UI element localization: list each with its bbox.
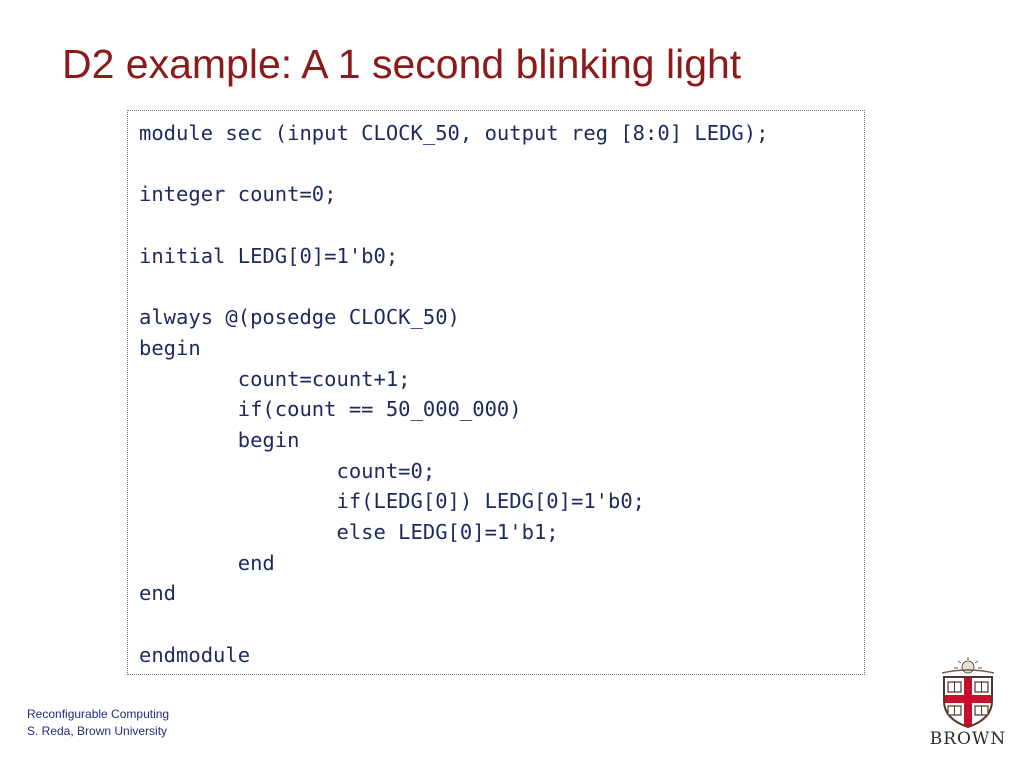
code-box: module sec (input CLOCK_50, output reg [… [127, 110, 865, 675]
code-line: begin [139, 335, 201, 360]
code-line [139, 149, 768, 180]
code-line [139, 271, 768, 302]
code-line [139, 609, 768, 640]
code-line: count=count+1; [139, 366, 411, 391]
code-line [139, 210, 768, 241]
slide-footer: Reconfigurable Computing S. Reda, Brown … [27, 706, 169, 740]
code-line: if(LEDG[0]) LEDG[0]=1'b0; [139, 489, 646, 514]
code-line: if(count == 50_000_000) [139, 397, 522, 422]
code-line: always @(posedge CLOCK_50) [139, 305, 460, 330]
code-line: module sec (input CLOCK_50, output reg [… [139, 121, 769, 145]
brown-university-shield-icon [941, 657, 995, 729]
footer-course-name: Reconfigurable Computing [27, 707, 170, 721]
brown-university-logo: BROWN [928, 655, 1008, 755]
code-line: begin [139, 427, 300, 452]
code-line: end [139, 550, 275, 575]
code-line: endmodule [139, 642, 251, 667]
code-listing: module sec (input CLOCK_50, output reg [… [139, 118, 768, 670]
code-line: end [139, 581, 177, 606]
code-line: initial LEDG[0]=1'b0; [139, 243, 399, 268]
logo-wordmark: BROWN [929, 729, 1007, 749]
code-line: integer count=0; [139, 182, 337, 207]
footer-author: S. Reda, Brown University [27, 724, 168, 738]
slide-title: D2 example: A 1 second blinking light [62, 41, 742, 87]
code-line: count=0; [139, 458, 436, 483]
code-line: else LEDG[0]=1'b1; [139, 519, 559, 544]
